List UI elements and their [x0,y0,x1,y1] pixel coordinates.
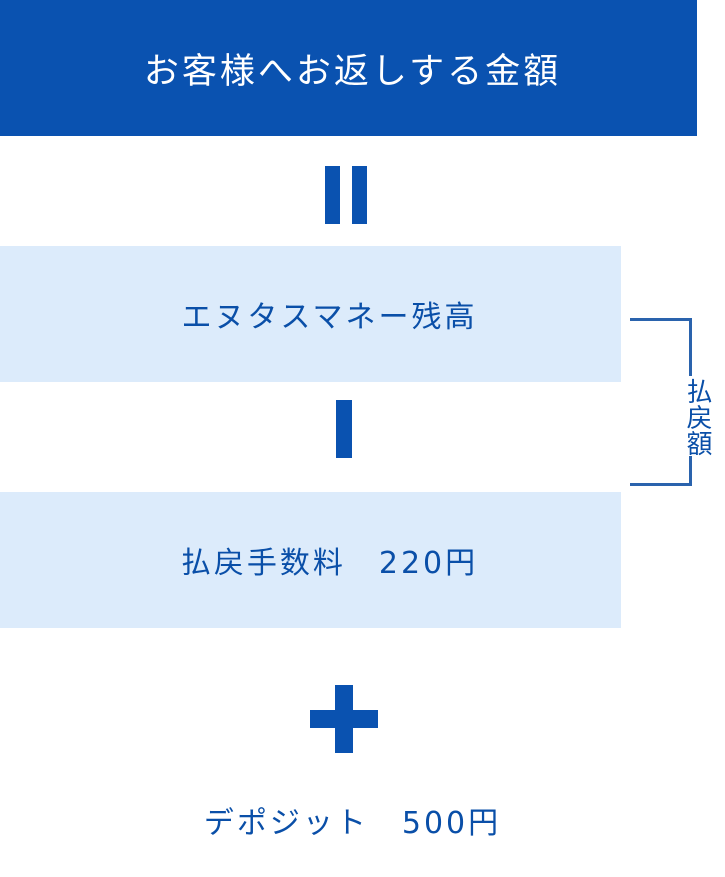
plus-vertical-bar [335,685,353,753]
balance-label: エヌタスマネー残高 [181,300,478,335]
refund-bracket [630,318,694,486]
refund-fee-box: 払戻手数料 220円 [0,492,621,628]
refund-total-label: 払戻額 [682,378,712,456]
bracket-lower-line [689,456,692,486]
refund-amount-header: お客様へお返しする金額 [0,0,697,136]
bracket-upper-line [689,318,692,376]
bracket-top-arm [630,318,692,321]
bracket-bottom-arm [630,483,692,486]
equals-sign [325,166,367,224]
balance-box: エヌタスマネー残高 [0,246,621,382]
deposit-label: デポジット 500円 [203,806,502,841]
equals-bar-right [352,166,367,224]
plus-sign [310,685,378,753]
minus-sign [336,400,352,458]
refund-amount-title: お客様へお返しする金額 [143,51,562,92]
deposit-row: デポジット 500円 [0,790,697,850]
refund-fee-label: 払戻手数料 220円 [180,546,479,581]
equals-bar-left [325,166,340,224]
